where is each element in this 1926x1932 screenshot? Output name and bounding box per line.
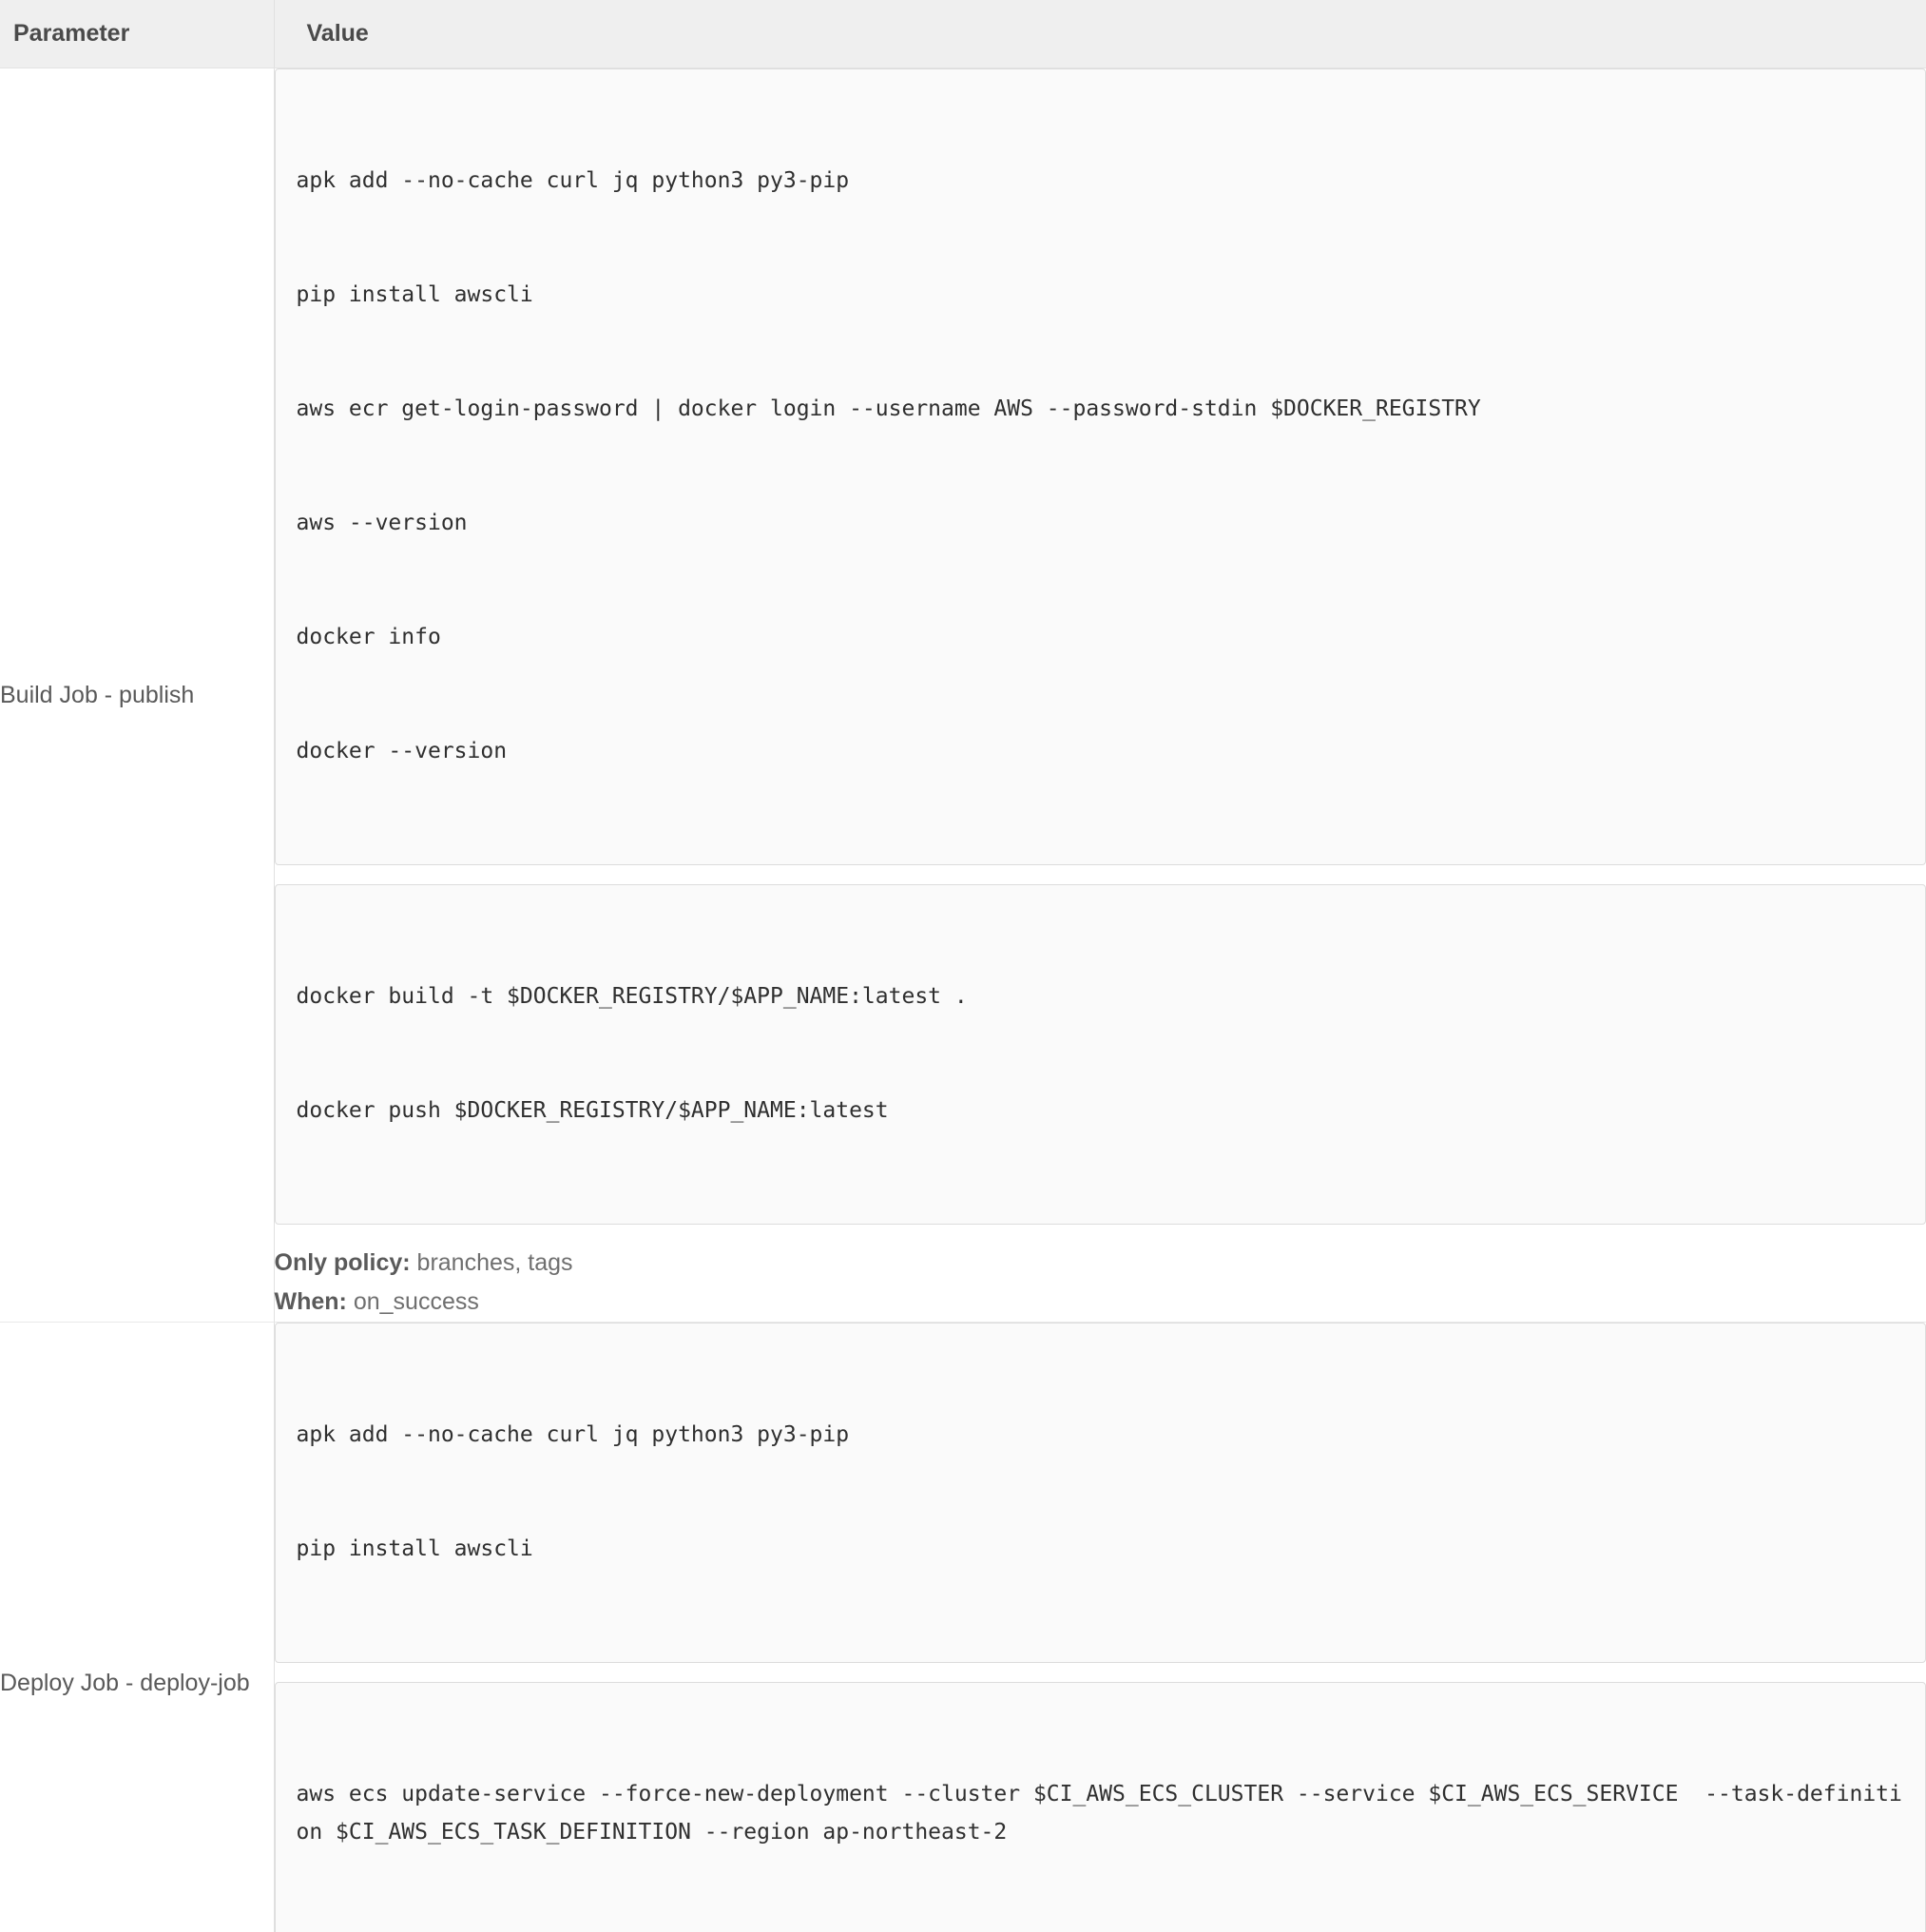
code-block: aws ecs update-service --force-new-deplo… <box>275 1682 1926 1932</box>
code-line: docker info <box>297 618 1905 656</box>
code-block: docker build -t $DOCKER_REGISTRY/$APP_NA… <box>275 884 1926 1225</box>
only-policy-value: branches, tags <box>417 1249 573 1276</box>
only-policy-line: Only policy: branches, tags <box>275 1244 1926 1283</box>
code-line: apk add --no-cache curl jq python3 py3-p… <box>297 1416 1905 1454</box>
meta-list: Only policy: branches, tags When: on_suc… <box>275 1244 1926 1322</box>
table-header: Parameter Value <box>0 0 1926 68</box>
only-policy-label: Only policy: <box>275 1249 411 1276</box>
code-line: aws ecr get-login-password | docker logi… <box>297 390 1905 428</box>
code-line: docker push $DOCKER_REGISTRY/$APP_NAME:l… <box>297 1092 1905 1130</box>
row-parameter-name: Build Job - publish <box>0 68 274 1322</box>
code-line: docker build -t $DOCKER_REGISTRY/$APP_NA… <box>297 977 1905 1015</box>
row-value-cell: apk add --no-cache curl jq python3 py3-p… <box>274 1322 1926 1932</box>
code-line: pip install awscli <box>297 1530 1905 1568</box>
code-block: apk add --no-cache curl jq python3 py3-p… <box>275 1323 1926 1663</box>
when-value: on_success <box>354 1288 479 1315</box>
table-header-row: Parameter Value <box>0 0 1926 68</box>
column-header-value: Value <box>274 0 1926 68</box>
table-row: Build Job - publish apk add --no-cache c… <box>0 68 1926 1322</box>
code-line: aws --version <box>297 504 1905 542</box>
table-row: Deploy Job - deploy-job apk add --no-cac… <box>0 1322 1926 1932</box>
when-label: When: <box>275 1288 347 1315</box>
code-line: pip install awscli <box>297 276 1905 314</box>
row-parameter-name: Deploy Job - deploy-job <box>0 1322 274 1932</box>
code-line: aws ecs update-service --force-new-deplo… <box>297 1775 1905 1851</box>
code-block: apk add --no-cache curl jq python3 py3-p… <box>275 68 1926 865</box>
code-line: docker --version <box>297 732 1905 770</box>
row-value-cell: apk add --no-cache curl jq python3 py3-p… <box>274 68 1926 1322</box>
when-line: When: on_success <box>275 1283 1926 1322</box>
column-header-parameter: Parameter <box>0 0 274 68</box>
table-body: Build Job - publish apk add --no-cache c… <box>0 68 1926 1932</box>
code-line: apk add --no-cache curl jq python3 py3-p… <box>297 162 1905 200</box>
